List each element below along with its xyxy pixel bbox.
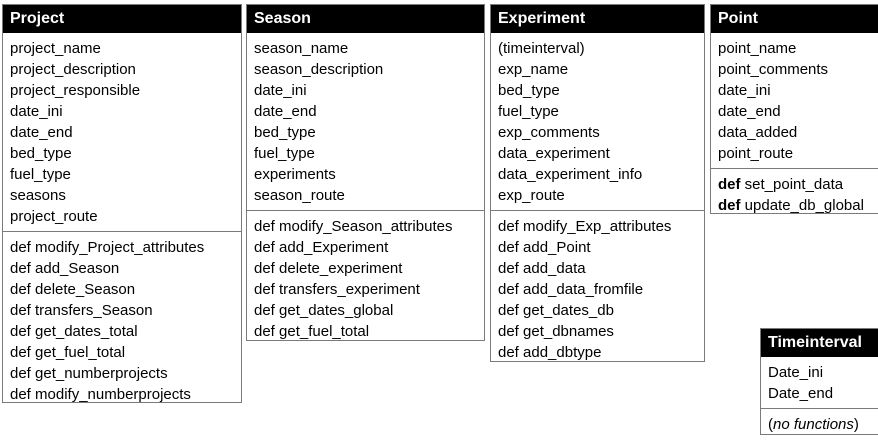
attribute: date_end xyxy=(254,103,317,120)
method: def transfers_Season xyxy=(10,302,153,319)
attribute: exp_name xyxy=(498,61,569,78)
method: def get_dates_total xyxy=(10,323,138,340)
class-timeinterval-attributes: Date_ini Date_end xyxy=(761,357,878,408)
attribute: Date_ini xyxy=(768,364,824,381)
attribute: Date_end xyxy=(768,385,834,402)
attribute: date_ini xyxy=(10,103,63,120)
method: def get_fuel_total xyxy=(10,344,126,361)
method: def modify_Project_attributes xyxy=(10,239,205,256)
method-name: set_point_data xyxy=(740,176,844,193)
attribute: exp_comments xyxy=(498,124,600,141)
class-project-attributes: project_name project_description project… xyxy=(3,33,241,231)
attribute: point_name xyxy=(718,40,797,57)
class-point-title: Point xyxy=(711,5,878,33)
attribute: data_experiment_info xyxy=(498,166,643,183)
attribute: (timeinterval) xyxy=(498,40,585,57)
class-season: Season season_name season_description da… xyxy=(246,4,485,341)
attribute: season_route xyxy=(254,187,345,204)
attribute: experiments xyxy=(254,166,336,183)
method-name: update_db_global xyxy=(740,197,864,214)
attribute: bed_type xyxy=(10,145,72,162)
method: def add_Point xyxy=(498,239,591,256)
attribute: date_end xyxy=(10,124,73,141)
class-experiment-title: Experiment xyxy=(491,5,704,33)
class-point-methods: def set_point_data def update_db_global xyxy=(711,168,878,220)
class-timeinterval-title: Timeinterval xyxy=(761,329,878,357)
attribute: bed_type xyxy=(498,82,560,99)
class-season-title: Season xyxy=(247,5,484,33)
attribute: date_end xyxy=(718,103,781,120)
class-timeinterval-methods: (no functions) xyxy=(761,408,878,439)
attribute: project_name xyxy=(10,40,101,57)
method: def modify_Exp_attributes xyxy=(498,218,672,235)
attribute: point_route xyxy=(718,145,794,162)
method: def modify_Season_attributes xyxy=(254,218,453,235)
attribute: point_comments xyxy=(718,61,829,78)
attribute: project_responsible xyxy=(10,82,141,99)
no-functions-note: (no functions) xyxy=(768,416,859,433)
class-point-attributes: point_name point_comments date_ini date_… xyxy=(711,33,878,168)
method: def get_numberprojects xyxy=(10,365,168,382)
no-functions-text: no functions xyxy=(773,416,854,433)
method: def delete_Season xyxy=(10,281,136,298)
attribute: season_description xyxy=(254,61,384,78)
attribute: project_route xyxy=(10,208,98,225)
attribute: date_ini xyxy=(718,82,771,99)
attribute: data_experiment xyxy=(498,145,610,162)
attribute: data_added xyxy=(718,124,798,141)
method: def delete_experiment xyxy=(254,260,403,277)
method: def set_point_data xyxy=(718,174,878,195)
class-point: Point point_name point_comments date_ini… xyxy=(710,4,878,214)
method: def add_data_fromfile xyxy=(498,281,644,298)
class-season-attributes: season_name season_description date_ini … xyxy=(247,33,484,210)
attribute: date_ini xyxy=(254,82,307,99)
class-experiment: Experiment (timeinterval) exp_name bed_t… xyxy=(490,4,705,362)
method: def get_dates_db xyxy=(498,302,614,319)
class-experiment-attributes: (timeinterval) exp_name bed_type fuel_ty… xyxy=(491,33,704,210)
attribute: fuel_type xyxy=(10,166,71,183)
attribute: fuel_type xyxy=(498,103,559,120)
method: def update_db_global xyxy=(718,195,878,216)
method: def transfers_experiment xyxy=(254,281,420,298)
method: def add_Season xyxy=(10,260,120,277)
attribute: seasons xyxy=(10,187,66,204)
class-timeinterval: Timeinterval Date_ini Date_end (no funct… xyxy=(760,328,878,435)
method: def add_dbtype xyxy=(498,344,602,361)
method: def add_Experiment xyxy=(254,239,389,256)
method-keyword: def xyxy=(718,176,741,193)
class-project-methods: def modify_Project_attributes def add_Se… xyxy=(3,231,241,409)
class-project-title: Project xyxy=(3,5,241,33)
attribute: project_description xyxy=(10,61,136,78)
method: def add_data xyxy=(498,260,586,277)
method-keyword: def xyxy=(718,197,741,214)
attribute: season_name xyxy=(254,40,349,57)
method: def get_fuel_total xyxy=(254,323,370,340)
method: def get_dbnames xyxy=(498,323,614,340)
method: def modify_numberprojects xyxy=(10,386,191,403)
class-project: Project project_name project_description… xyxy=(2,4,242,403)
method: def get_dates_global xyxy=(254,302,394,319)
class-season-methods: def modify_Season_attributes def add_Exp… xyxy=(247,210,484,346)
attribute: fuel_type xyxy=(254,145,315,162)
attribute: bed_type xyxy=(254,124,316,141)
class-experiment-methods: def modify_Exp_attributes def add_Point … xyxy=(491,210,704,367)
attribute: exp_route xyxy=(498,187,565,204)
